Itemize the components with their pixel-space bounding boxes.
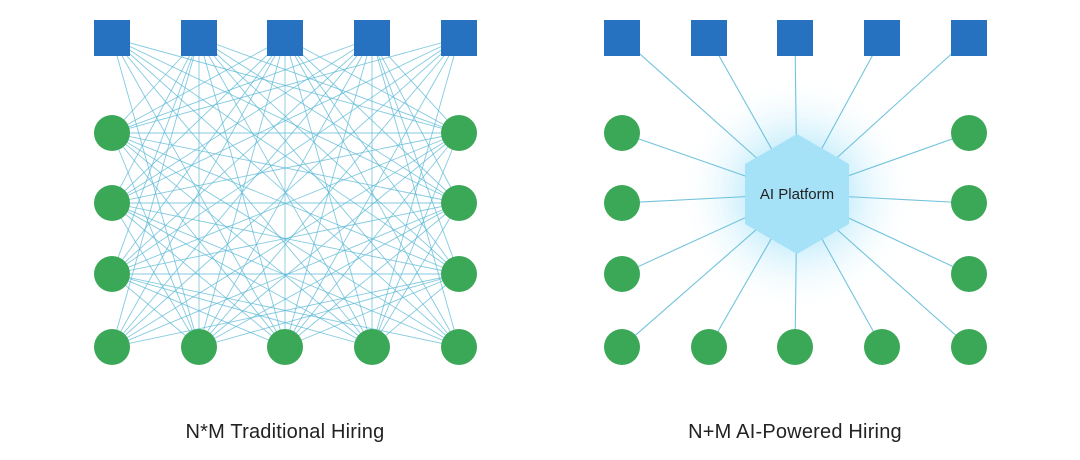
candidate-node	[94, 329, 130, 365]
mesh-link	[111, 273, 373, 348]
ai-hiring-panel: AI Platform	[604, 20, 987, 365]
mesh-link	[198, 132, 460, 348]
ai-hiring-caption: N+M AI-Powered Hiring	[688, 421, 902, 443]
mesh-link	[111, 37, 373, 275]
mesh-link	[284, 37, 460, 348]
employer-node	[691, 20, 727, 56]
mesh-link	[284, 273, 460, 348]
employer-node	[777, 20, 813, 56]
mesh-link	[111, 37, 460, 348]
employer-node	[951, 20, 987, 56]
candidate-node	[691, 329, 727, 365]
mesh-link	[111, 202, 286, 348]
mesh-link	[198, 37, 460, 348]
employer-node	[181, 20, 217, 56]
mesh-link	[111, 37, 373, 348]
candidate-node	[181, 329, 217, 365]
employer-node	[267, 20, 303, 56]
candidate-node	[441, 256, 477, 292]
ai-panel-nodes	[604, 20, 987, 365]
employer-node	[604, 20, 640, 56]
mesh-link	[198, 37, 460, 204]
candidate-node	[951, 185, 987, 221]
mesh-link	[111, 37, 286, 275]
mesh-link	[111, 132, 373, 348]
candidate-node	[864, 329, 900, 365]
mesh-link	[198, 37, 460, 275]
mesh-link	[111, 273, 460, 348]
mesh-link	[111, 37, 286, 204]
mesh-link	[111, 132, 460, 204]
candidate-node	[951, 256, 987, 292]
mesh-link	[111, 273, 200, 348]
mesh-link	[111, 37, 200, 275]
mesh-link	[371, 132, 460, 348]
candidate-node	[354, 329, 390, 365]
traditional-hiring-caption: N*M Traditional Hiring	[185, 421, 385, 443]
mesh-link	[111, 273, 286, 348]
candidate-node	[777, 329, 813, 365]
mesh-link	[284, 202, 460, 348]
mesh-link	[371, 37, 460, 275]
mesh-link	[198, 202, 460, 348]
employer-node	[864, 20, 900, 56]
candidate-node	[267, 329, 303, 365]
mesh-link	[371, 37, 460, 348]
candidate-node	[94, 115, 130, 151]
mesh-link	[371, 273, 460, 348]
mesh-link	[111, 37, 286, 348]
mesh-link	[111, 132, 460, 275]
mesh-link	[111, 37, 460, 134]
mesh-link	[111, 37, 373, 134]
mesh-link	[111, 132, 286, 348]
candidate-node	[94, 256, 130, 292]
mesh-link	[111, 202, 373, 348]
mesh-link	[371, 37, 460, 204]
mesh-link	[111, 132, 200, 348]
traditional-hiring-panel	[94, 20, 477, 365]
employer-node	[354, 20, 390, 56]
ai-platform-hexagon	[745, 134, 849, 254]
mesh-link	[111, 132, 460, 348]
candidate-node	[94, 185, 130, 221]
mesh-link	[111, 202, 460, 275]
candidate-node	[604, 329, 640, 365]
candidate-node	[951, 115, 987, 151]
candidate-node	[604, 185, 640, 221]
employer-node	[441, 20, 477, 56]
candidate-node	[441, 329, 477, 365]
traditional-nodes	[94, 20, 477, 365]
mesh-link	[111, 37, 373, 204]
mesh-link	[371, 202, 460, 348]
candidate-node	[604, 256, 640, 292]
mesh-link	[111, 37, 200, 348]
candidate-node	[441, 185, 477, 221]
mesh-link	[198, 37, 460, 134]
candidate-node	[951, 329, 987, 365]
mesh-link	[111, 202, 200, 348]
mesh-link	[111, 37, 460, 204]
mesh-link	[111, 202, 460, 348]
candidate-node	[441, 115, 477, 151]
traditional-mesh-links	[111, 37, 460, 348]
mesh-link	[284, 132, 460, 348]
employer-node	[94, 20, 130, 56]
ai-platform-label: AI Platform	[760, 186, 834, 203]
candidate-node	[604, 115, 640, 151]
mesh-link	[111, 37, 286, 134]
mesh-link	[111, 37, 200, 204]
